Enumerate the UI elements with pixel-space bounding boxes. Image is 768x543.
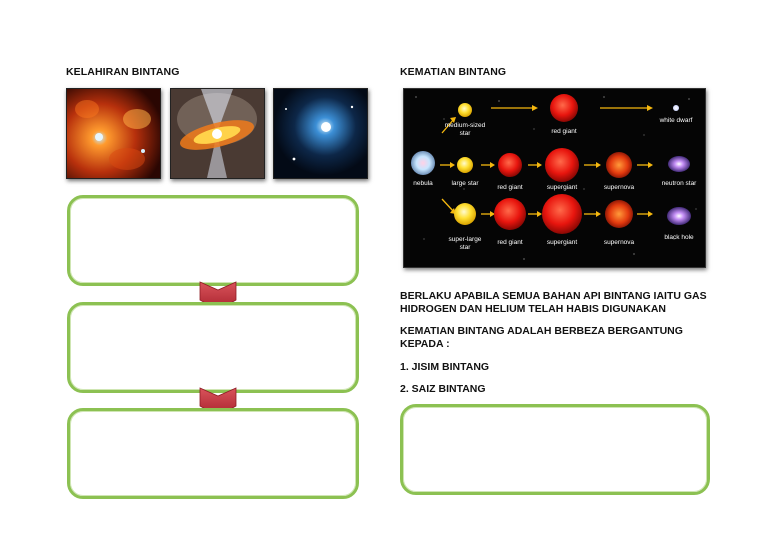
red-giant-icon: [550, 94, 578, 122]
orange-nebula-photo-icon: [67, 89, 160, 178]
neutron-star-icon: [668, 156, 690, 172]
paragraph-depends: KEMATIAN BINTANG ADALAH BERBEZA BERGANTU…: [400, 325, 683, 351]
red-giant-icon: [498, 153, 522, 177]
paragraph-depends-line-1: KEMATIAN BINTANG ADALAH BERBEZA BERGANTU…: [400, 325, 683, 337]
supergiant-icon: [542, 194, 582, 234]
supergiant-icon: [545, 148, 579, 182]
label-large-star: large star: [451, 180, 479, 187]
label-nebula: nebula: [413, 180, 433, 187]
list-item-mass: 1. JISIM BINTANG: [400, 361, 490, 373]
nebula-icon: [411, 151, 435, 175]
black-hole-icon: [667, 207, 691, 225]
answer-box-4[interactable]: [400, 404, 710, 495]
star-birth-photo-3: [273, 88, 368, 179]
label-supergiant-mid: supergiant: [547, 184, 578, 191]
label-medium-star-2: star: [460, 130, 472, 137]
left-heading: KELAHIRAN BINTANG: [66, 66, 180, 78]
paragraph-fuel-line-1: BERLAKU APABILA SEMUA BAHAN API BINTANG …: [400, 290, 707, 302]
answer-box-3[interactable]: [67, 408, 359, 499]
red-giant-icon: [494, 198, 526, 230]
list-item-size: 2. SAIZ BINTANG: [400, 383, 486, 395]
medium-star-icon: [458, 103, 472, 117]
label-super-large-star-2: star: [460, 244, 472, 251]
label-red-giant-mid: red giant: [497, 184, 522, 191]
supernova-icon: [606, 152, 632, 178]
white-dwarf-icon: [673, 105, 679, 111]
label-red-giant-bot: red giant: [497, 239, 522, 246]
star-death-diagram: medium-sized star red giant white dwarf …: [403, 88, 706, 268]
label-red-giant-top: red giant: [551, 128, 576, 135]
answer-box-2[interactable]: [67, 302, 359, 393]
label-supergiant-bot: supergiant: [547, 239, 578, 246]
super-large-star-icon: [454, 203, 476, 225]
paragraph-fuel: BERLAKU APABILA SEMUA BAHAN API BINTANG …: [400, 290, 707, 316]
label-supernova-bot: supernova: [604, 239, 635, 246]
label-supernova-mid: supernova: [604, 184, 635, 191]
right-heading: KEMATIAN BINTANG: [400, 66, 507, 78]
blue-protostar-photo-icon: [274, 89, 367, 178]
label-medium-star-1: medium-sized: [445, 122, 486, 129]
label-neutron-star: neutron star: [662, 180, 698, 187]
star-birth-photo-1: [66, 88, 161, 179]
supernova-icon: [605, 200, 633, 228]
accretion-disk-photo-icon: [171, 89, 264, 178]
label-black-hole: black hole: [664, 234, 694, 241]
large-star-icon: [457, 157, 473, 173]
star-birth-photo-2: [170, 88, 265, 179]
label-super-large-star-1: super-large: [449, 236, 482, 243]
label-white-dwarf: white dwarf: [659, 117, 693, 124]
paragraph-fuel-line-2: HIDROGEN DAN HELIUM TELAH HABIS DIGUNAKA…: [400, 303, 666, 315]
paragraph-depends-line-2: KEPADA :: [400, 338, 450, 350]
answer-box-1[interactable]: [67, 195, 359, 286]
